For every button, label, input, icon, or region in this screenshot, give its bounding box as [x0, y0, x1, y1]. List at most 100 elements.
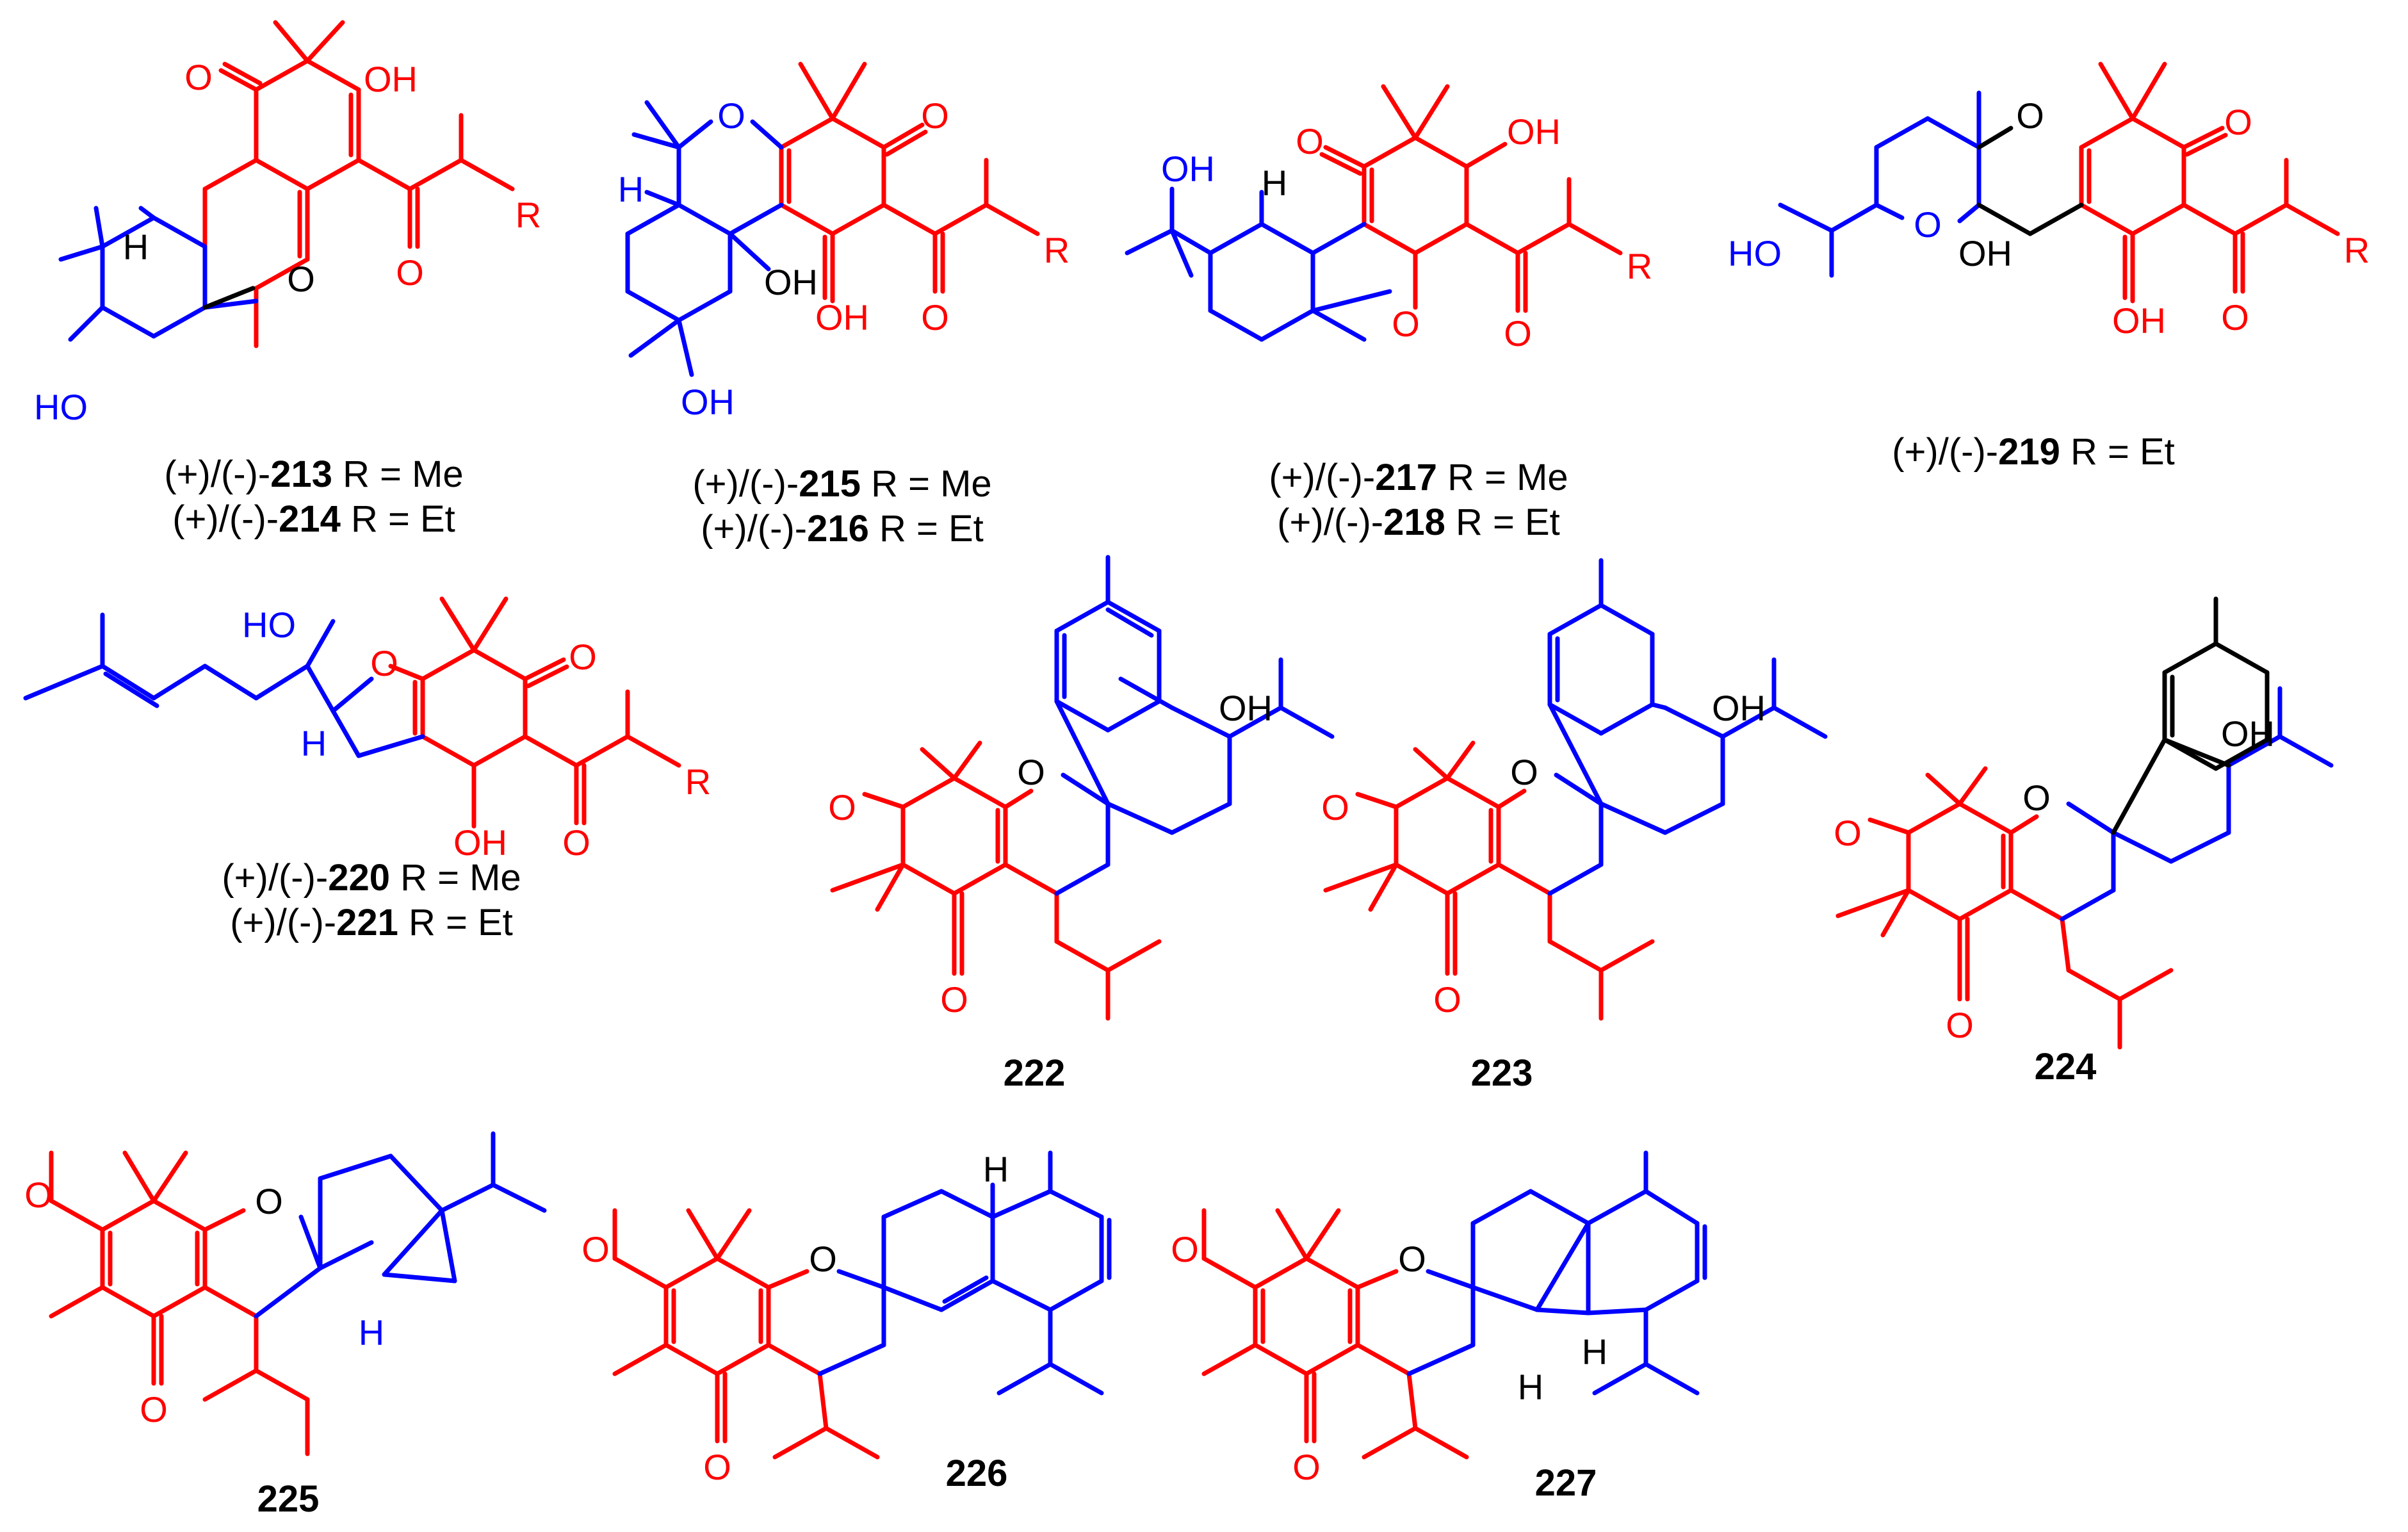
- atom-label-o: O: [1946, 1005, 1974, 1045]
- atom-label-o: O: [921, 95, 949, 136]
- structure-226-labels: O O O H: [582, 1149, 1009, 1487]
- caption-220: (+)/(-)-220 R = Me: [222, 857, 521, 899]
- atom-label-oh: OH: [1958, 233, 2012, 273]
- structure-220-221: [23, 596, 681, 829]
- atom-label-h: H: [983, 1149, 1009, 1189]
- atom-label-o: O: [1398, 1239, 1426, 1279]
- caption-214: (+)/(-)-214 R = Et: [172, 498, 455, 540]
- structure-222-labels: O O O OH: [828, 688, 1273, 1020]
- atom-label-ho: HO: [34, 387, 88, 427]
- atom-label-o: O: [2022, 778, 2051, 818]
- atom-label-oh: OH: [2112, 300, 2166, 341]
- atom-label-r: R: [2344, 230, 2370, 270]
- caption-224: 224: [2035, 1046, 2097, 1088]
- structure-224: [1835, 596, 2334, 1050]
- atom-label-o: O: [569, 637, 597, 677]
- caption-217: (+)/(-)-217 R = Me: [1269, 457, 1568, 498]
- caption-215: (+)/(-)-215 R = Me: [692, 463, 991, 505]
- atom-label-h: H: [359, 1312, 384, 1353]
- caption-225: 225: [257, 1478, 320, 1520]
- structure-223-labels: O O O OH: [1321, 688, 1766, 1020]
- atom-label-o: O: [1504, 313, 1532, 354]
- atom-label-ho: HO: [1728, 233, 1782, 273]
- atom-label-o: O: [1433, 979, 1461, 1020]
- atom-label-h: H: [123, 227, 149, 267]
- atom-label-o: O: [940, 979, 968, 1020]
- atom-label-o: O: [396, 252, 424, 293]
- atom-label-oh: OH: [1712, 688, 1766, 728]
- structure-223: [1323, 558, 1828, 1021]
- atom-label-h: H: [301, 723, 327, 763]
- atom-label-o: O: [582, 1229, 610, 1269]
- atom-label-o: O: [287, 259, 315, 299]
- atom-label-o: O: [2221, 297, 2249, 338]
- caption-227: 227: [1535, 1462, 1597, 1504]
- caption-222: 222: [1004, 1052, 1066, 1094]
- structure-227-labels: O O O H H: [1171, 1229, 1607, 1487]
- atom-label-o: O: [1392, 304, 1420, 344]
- caption-219: (+)/(-)-219 R = Et: [1892, 431, 2175, 473]
- atom-label-oh: OH: [815, 297, 869, 338]
- structure-217-labels: O OH OH H O O R: [1161, 111, 1652, 354]
- atom-label-o: O: [828, 787, 856, 827]
- structure-227: [1201, 1150, 1707, 1460]
- atom-label-o: O: [1834, 813, 1862, 853]
- structure-219-labels: O O O HO OH OH O R: [1728, 95, 2370, 341]
- compound-captions: (+)/(-)-213 R = Me (+)/(-)-214 R = Et (+…: [164, 431, 2174, 1520]
- structure-224-labels: O O O OH: [1834, 713, 2275, 1045]
- atom-label-o: O: [370, 643, 398, 683]
- structure-222: [830, 555, 1335, 1021]
- atom-label-oh: OH: [1507, 111, 1561, 152]
- atom-label-h: H: [1582, 1332, 1607, 1372]
- atom-label-r: R: [516, 195, 541, 235]
- caption-218: (+)/(-)-218 R = Et: [1277, 501, 1560, 543]
- atom-label-h: H: [1518, 1367, 1543, 1407]
- atom-label-o: O: [1171, 1229, 1199, 1269]
- atom-label-o: O: [140, 1389, 168, 1430]
- structure-217-218: [1125, 84, 1623, 342]
- atom-label-o: O: [809, 1239, 837, 1279]
- structure-225: [49, 1131, 547, 1456]
- atom-label-o: O: [184, 57, 213, 97]
- atom-label-oh: OH: [2221, 713, 2275, 754]
- atom-label-r: R: [1044, 230, 1070, 270]
- atom-label-r: R: [1627, 246, 1652, 286]
- atom-label-oh: OH: [681, 382, 735, 422]
- structure-226: [612, 1150, 1112, 1460]
- atom-label-o: O: [24, 1175, 53, 1215]
- atom-label-r: R: [685, 762, 711, 802]
- atom-label-o: O: [1296, 121, 1324, 161]
- atom-label-oh: OH: [1219, 688, 1273, 728]
- atom-label-o: O: [1914, 204, 1942, 245]
- atom-label-o: O: [2224, 102, 2252, 142]
- structure-213-214: [58, 20, 515, 348]
- atom-label-o: O: [562, 822, 590, 863]
- caption-216: (+)/(-)-216 R = Et: [701, 508, 984, 550]
- atom-label-o: O: [1321, 787, 1349, 827]
- atom-label-o: O: [703, 1447, 731, 1487]
- caption-223: 223: [1471, 1052, 1533, 1094]
- atom-label-ho: HO: [242, 605, 296, 645]
- structure-213-labels: O OH O O R H HO: [34, 57, 541, 427]
- structure-215-labels: O O H OH OH O R OH: [618, 95, 1070, 422]
- atom-label-o: O: [921, 297, 949, 338]
- atom-label-oh: OH: [764, 262, 818, 302]
- atom-label-o: O: [717, 95, 745, 136]
- atom-label-o: O: [2016, 95, 2044, 136]
- atom-label-o: O: [1292, 1447, 1321, 1487]
- atom-label-o: O: [255, 1181, 283, 1221]
- atom-label-oh: OH: [364, 59, 418, 99]
- structure-220-labels: O O HO H OH O R: [242, 605, 711, 863]
- atom-label-oh: OH: [453, 822, 507, 863]
- structure-225-labels: O O O H: [24, 1175, 384, 1430]
- caption-221: (+)/(-)-221 R = Et: [230, 902, 513, 943]
- atom-label-o: O: [1510, 752, 1538, 792]
- atom-label-oh: OH: [1161, 149, 1215, 189]
- atom-label-h: H: [618, 169, 644, 209]
- atom-label-h: H: [1262, 163, 1287, 203]
- structure-219: [1778, 61, 2340, 304]
- caption-226: 226: [946, 1453, 1008, 1494]
- atom-label-o: O: [1017, 752, 1045, 792]
- caption-213: (+)/(-)-213 R = Me: [164, 453, 463, 495]
